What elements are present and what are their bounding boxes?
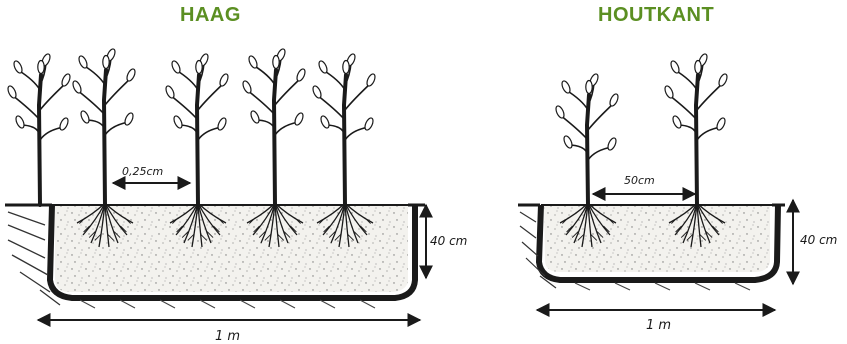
houtkant-trench bbox=[518, 205, 785, 290]
houtkant-depth-label: 40 cm bbox=[800, 233, 837, 247]
houtkant-depth-measure: 40 cm bbox=[793, 200, 837, 284]
houtkant-width-measure: 1 m bbox=[537, 310, 775, 333]
haag-depth-measure: 40 cm bbox=[426, 205, 467, 278]
houtkant-width-label: 1 m bbox=[646, 318, 671, 333]
haag-spacing-measure: 0,25cm bbox=[113, 165, 190, 183]
haag-width-label: 1 m bbox=[215, 329, 240, 344]
haag-trench bbox=[5, 205, 430, 310]
houtkant-spacing-label: 50cm bbox=[624, 174, 655, 187]
haag-spacing-label: 0,25cm bbox=[122, 165, 163, 178]
haag-depth-label: 40 cm bbox=[430, 234, 467, 248]
haag-plant-outside bbox=[6, 53, 71, 205]
houtkant-spacing-measure: 50cm bbox=[593, 174, 695, 194]
haag-width-measure: 1 m bbox=[38, 320, 420, 344]
